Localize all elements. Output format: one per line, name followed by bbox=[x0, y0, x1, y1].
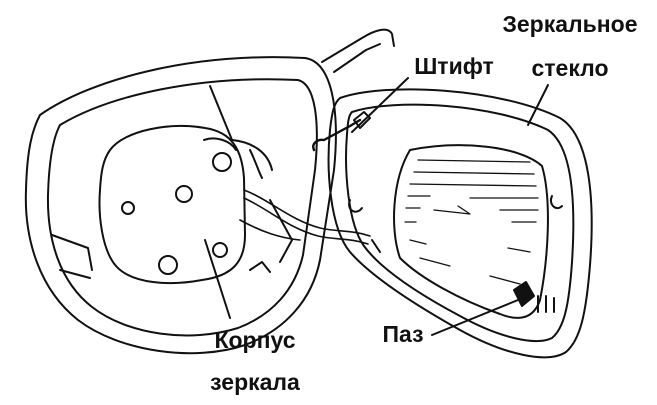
label-mirror-housing-line2: зеркала bbox=[210, 369, 300, 395]
label-mirror-glass: Зеркальное стекло bbox=[490, 10, 650, 82]
label-mirror-housing-line1: Корпус bbox=[214, 327, 296, 353]
label-pin: Штифт bbox=[414, 53, 494, 79]
mirror-glass-assembly bbox=[327, 88, 593, 359]
leader-lines bbox=[204, 77, 549, 336]
mirror-housing-shell bbox=[24, 28, 395, 355]
label-slot: Паз bbox=[382, 321, 424, 347]
wiring-harness bbox=[239, 189, 371, 245]
slot bbox=[513, 281, 535, 307]
pin bbox=[312, 111, 371, 152]
label-mirror-glass-line2: стекло bbox=[531, 55, 609, 81]
label-mirror-housing: Корпус зеркала bbox=[180, 326, 330, 396]
label-mirror-glass-line1: Зеркальное bbox=[502, 11, 638, 37]
mirror-actuator bbox=[98, 125, 246, 285]
